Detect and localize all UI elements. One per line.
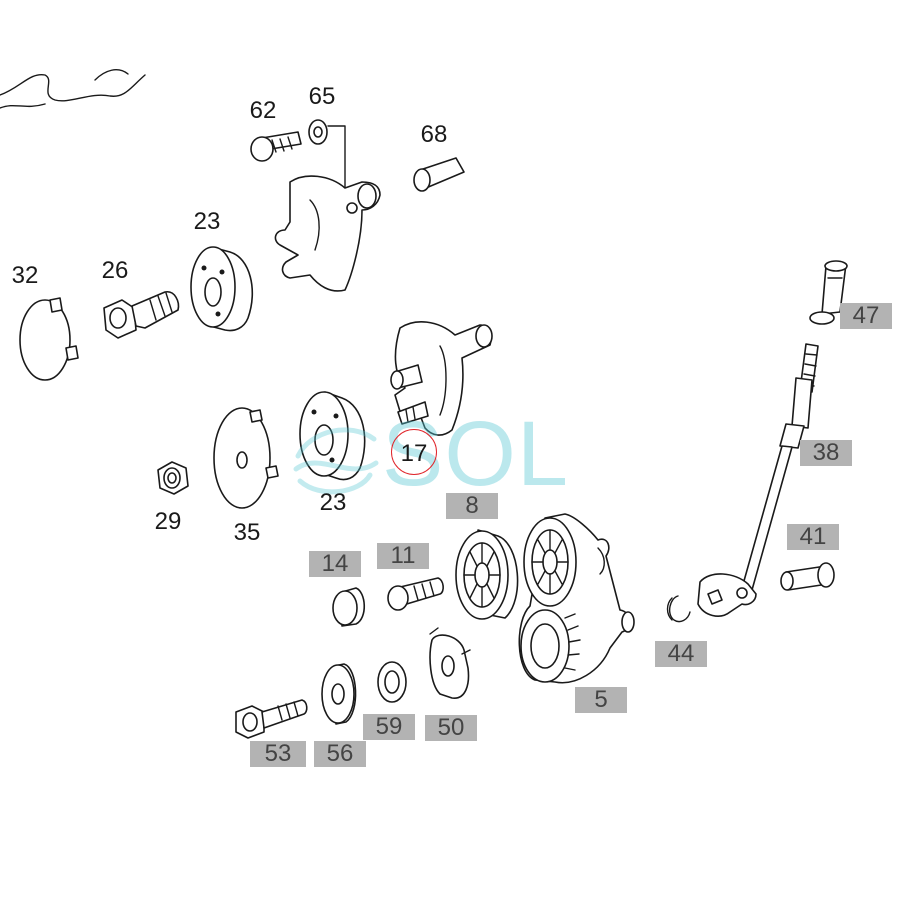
part-14-cap [332,587,366,627]
part-29-nut [157,461,189,495]
part-35-disc [213,407,279,509]
label-26: 26 [101,257,129,284]
tag-14: 14 [309,551,361,577]
part-5-tensioner-assembly [518,513,635,684]
engine-housing-fragment [0,69,146,109]
part-59-ring [377,661,407,703]
part-32-cap [19,297,79,381]
label-23-upper: 23 [193,208,221,235]
part-53-bolt [235,699,308,739]
tag-53: 53 [250,741,306,767]
tag-44: 44 [655,641,707,667]
tag-47: 47 [840,303,892,329]
part-68-sleeve [413,157,465,192]
tag-50: 50 [425,715,477,741]
tensioner-bracket-upper [274,175,381,292]
part-56-washer-pulley [321,663,357,725]
part-44-clip [666,595,691,623]
tag-56: 56 [314,741,366,767]
part-62-bolt [250,131,302,162]
tag-5: 5 [575,687,627,713]
tag-59: 59 [363,714,415,740]
tag-11: 11 [377,543,429,569]
part-23-damper-lower [299,391,366,481]
watermark-logo-icon [293,427,379,495]
part-26-bolt [103,291,180,339]
tag-41: 41 [787,524,839,550]
label-35: 35 [233,519,261,546]
part-41-pin [780,562,835,591]
tag-38: 38 [800,440,852,466]
tensioner-lever [697,573,757,617]
part-47-sleeve [809,260,848,325]
part-23-damper-upper [190,246,254,332]
part-50-cover-plate [429,627,471,699]
label-17: 17 [400,440,428,467]
label-23-lower: 23 [319,489,347,516]
label-65: 65 [308,83,336,110]
label-68: 68 [420,121,448,148]
part-65-washer [308,119,346,197]
label-29: 29 [154,508,182,535]
part-8-pulley [455,529,519,620]
label-32: 32 [11,262,39,289]
watermark: SOL [290,405,630,500]
part-11-bolt [387,577,444,611]
tag-8: 8 [446,493,498,519]
label-62: 62 [249,97,277,124]
part-38-rod [741,343,819,591]
tensioner-bracket-middle [390,321,493,436]
highlight-circle-17 [391,429,437,475]
